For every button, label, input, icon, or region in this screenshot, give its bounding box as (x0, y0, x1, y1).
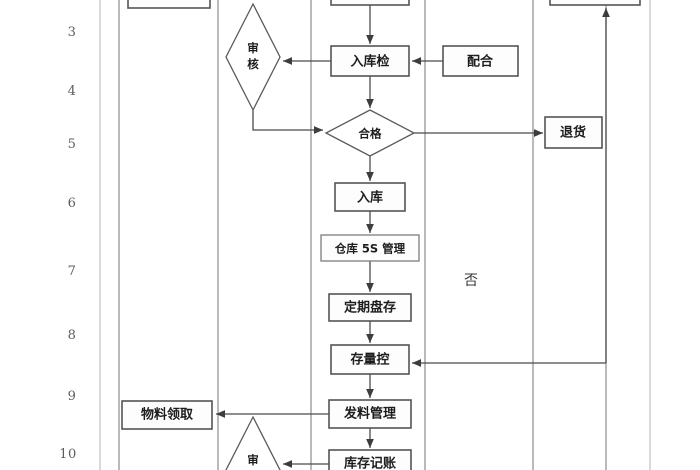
node-inbound-check[interactable]: 入库检 (330, 45, 410, 77)
node-material-receive[interactable]: 物料领取 (121, 400, 213, 430)
annotations: 否 (464, 273, 478, 289)
node-review-2-label-line1: 审核 (247, 453, 259, 470)
nodes: 审核 入库检 配合 合格 (121, 0, 641, 470)
node-cooperate-label: 配合 (467, 54, 494, 70)
row-number-7: 7 (67, 264, 77, 279)
node-qualified-label: 合格 (359, 127, 382, 141)
row-number-5: 5 (67, 137, 77, 152)
node-qualified[interactable]: 合格 (324, 109, 416, 157)
node-periodic-count-label: 定期盘存 (343, 300, 396, 316)
node-review-1[interactable]: 审核 (225, 2, 281, 112)
node-review-1-label-line1: 审核 (247, 41, 259, 71)
row-number-3: 3 (67, 25, 77, 40)
row-number-4: 4 (67, 84, 77, 99)
node-inbound-check-label: 入库检 (350, 54, 389, 70)
node-stock-control[interactable]: 存量控 (330, 344, 410, 375)
node-material-receive-label: 物料领取 (141, 407, 194, 423)
node-inbound[interactable]: 入库 (334, 182, 406, 212)
node-top-left-box[interactable] (127, 0, 211, 9)
annotation-no-label: 否 (464, 273, 478, 289)
node-return-goods-label: 退货 (560, 125, 586, 141)
row-number-8: 8 (67, 328, 77, 343)
node-top-right-box[interactable] (549, 0, 641, 6)
row-number-9: 9 (67, 389, 77, 404)
node-warehouse-5s[interactable]: 仓库 5S 管理 (320, 234, 420, 262)
node-cooperate[interactable]: 配合 (442, 45, 519, 77)
node-stock-ledger-label: 库存记账 (344, 456, 396, 470)
node-warehouse-5s-label: 仓库 5S 管理 (334, 242, 406, 256)
node-stock-control-label: 存量控 (350, 352, 389, 368)
node-top-mid-box[interactable] (330, 0, 410, 6)
row-number-6: 6 (67, 196, 77, 211)
node-review-2[interactable]: 审核 (225, 415, 281, 470)
node-issue-mgmt-label: 发料管理 (343, 406, 396, 422)
connectors (216, 5, 610, 468)
row-number-10: 10 (59, 447, 77, 462)
node-stock-ledger[interactable]: 库存记账 (328, 449, 412, 470)
connector-review1-to-qualified (252, 110, 323, 134)
node-return-goods[interactable]: 退货 (544, 116, 603, 149)
node-issue-mgmt[interactable]: 发料管理 (328, 399, 412, 429)
node-inbound-label: 入库 (357, 190, 383, 206)
node-periodic-count[interactable]: 定期盘存 (328, 293, 412, 322)
